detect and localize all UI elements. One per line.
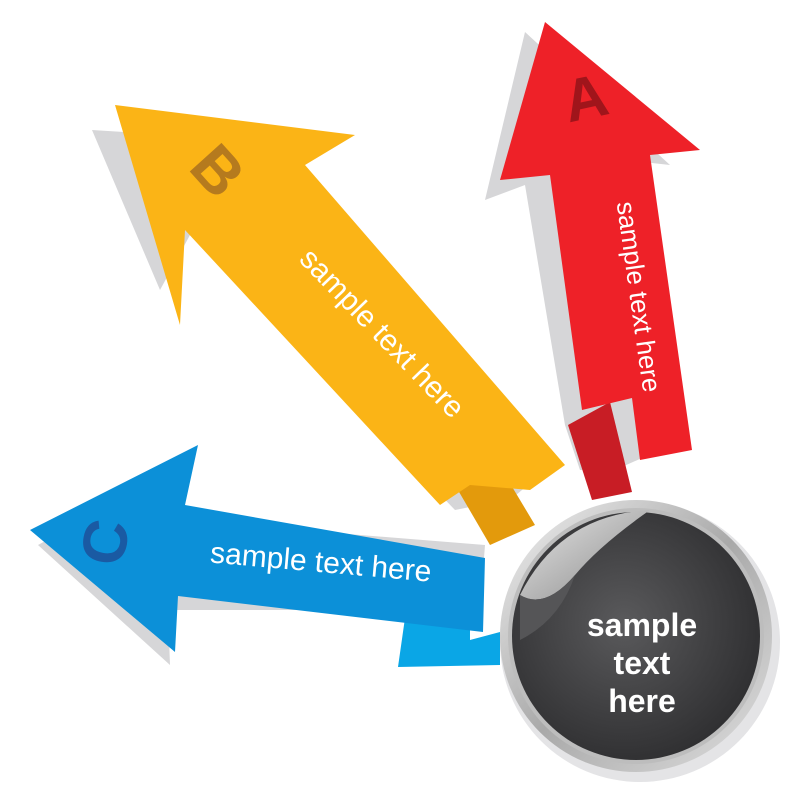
badge-curl-edge: [520, 575, 575, 640]
arrow-a: A sample text here: [485, 22, 700, 500]
badge-line-1: sample: [587, 607, 697, 643]
arrow-a-fold: [568, 402, 632, 500]
center-badge: sample text here: [500, 500, 780, 782]
arrow-c-body: [30, 445, 485, 652]
arrow-b-fold: [455, 475, 535, 545]
arrow-c-fold: [398, 618, 500, 667]
badge-curl: [520, 510, 650, 600]
badge-line-3: here: [608, 683, 676, 719]
badge-line-2: text: [614, 645, 671, 681]
arrow-a-body: [500, 22, 700, 460]
arrow-b-body: [115, 105, 565, 505]
arrow-c: C sample text here: [30, 445, 500, 667]
